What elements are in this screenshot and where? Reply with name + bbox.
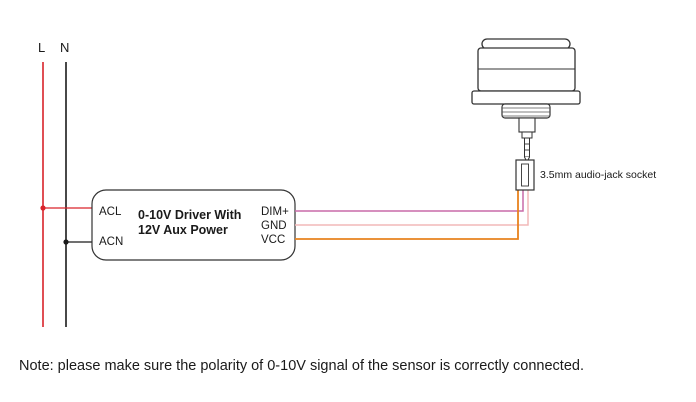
sensor-thread-icon: [501, 103, 551, 119]
terminal-gnd: GND: [261, 220, 287, 232]
audio-jack-socket-icon: [515, 159, 535, 191]
gnd-wire: [295, 190, 529, 226]
sensor-head-icon: [471, 38, 581, 105]
live-junction-dot: [40, 205, 46, 211]
dim-wire: [295, 190, 524, 212]
audio-jack-plug-icon: [518, 117, 536, 164]
terminal-acn: ACN: [99, 236, 123, 248]
terminal-acl: ACL: [99, 206, 122, 218]
driver-title-line2: 12V Aux Power: [138, 223, 228, 237]
live-label: L: [38, 40, 45, 55]
terminal-vcc: VCC: [261, 234, 285, 246]
vcc-wire: [295, 190, 519, 240]
socket-label: 3.5mm audio-jack socket: [540, 169, 656, 181]
polarity-note: Note: please make sure the polarity of 0…: [19, 358, 584, 374]
neutral-label: N: [60, 40, 69, 55]
terminal-dim-plus: DIM+: [261, 206, 289, 218]
neutral-junction-dot: [63, 239, 69, 245]
driver-title-line1: 0-10V Driver With: [138, 208, 241, 222]
